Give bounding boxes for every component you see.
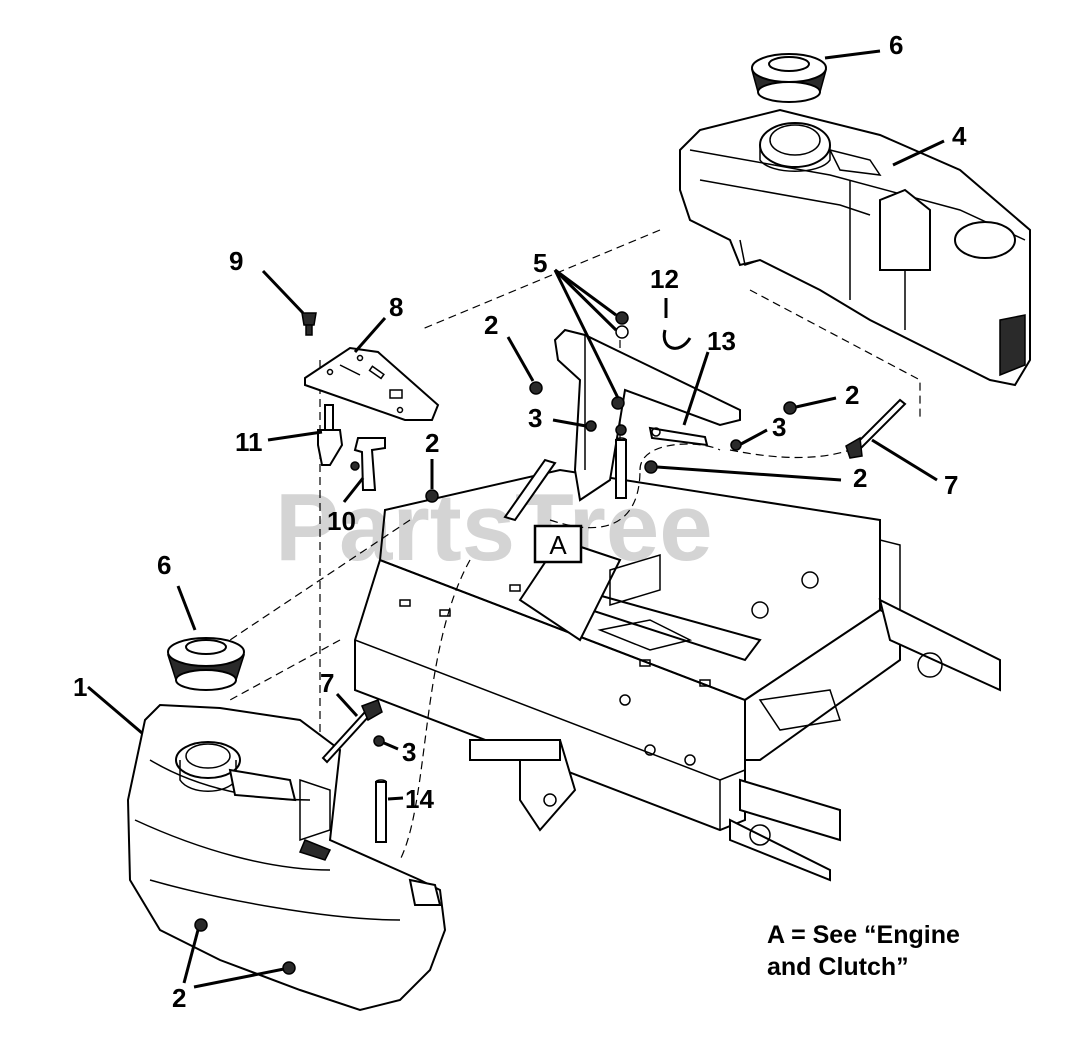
pivot-bracket (553, 328, 741, 502)
callout-3-c: 3 (402, 737, 416, 767)
note-line-2: and Clutch” (767, 953, 909, 981)
callout-8: 8 (389, 292, 403, 322)
callout-2-e: 2 (172, 983, 186, 1013)
callout-3-b: 3 (772, 412, 786, 442)
callout-2-c: 2 (853, 463, 867, 493)
watermark: PartsTree (275, 474, 713, 581)
fuel-cap-top (751, 53, 827, 103)
callout-2-b: 2 (845, 380, 859, 410)
note-line-1: A = See “Engine (767, 921, 960, 949)
callout-5: 5 (533, 248, 547, 278)
callout-7-left: 7 (320, 668, 334, 698)
callout-11: 11 (235, 427, 263, 457)
callout-9: 9 (229, 246, 243, 276)
callout-6-left: 6 (157, 550, 171, 580)
callout-2-d: 2 (425, 428, 439, 458)
throttle-lever (317, 404, 344, 466)
callout-14: 14 (405, 784, 434, 814)
control-plate (304, 346, 440, 421)
hose-path (399, 559, 471, 861)
fuel-tank-right (679, 108, 1031, 387)
choke-lever (350, 437, 386, 491)
callout-13: 13 (707, 326, 736, 356)
callout-6-top: 6 (889, 30, 903, 60)
callout-labels: 6 4 5 12 13 2 3 3 2 2 7 9 8 11 2 10 6 1 … (73, 30, 967, 1013)
fuel-valve-right (845, 398, 907, 459)
fuel-cap-left (166, 637, 246, 691)
callout-4: 4 (952, 121, 967, 151)
reference-note: A = See “Engine and Clutch” (767, 921, 960, 981)
center-rod (503, 458, 557, 522)
callout-10: 10 (327, 506, 356, 536)
callout-12: 12 (650, 264, 679, 294)
fuel-valve-left (321, 699, 383, 764)
section-marker: A (533, 524, 583, 564)
callout-2-a: 2 (484, 310, 498, 340)
fuel-line (648, 426, 709, 447)
leader-lines (87, 49, 945, 989)
section-marker-label: A (549, 530, 567, 560)
hardware (194, 311, 797, 975)
center-pin (615, 437, 627, 499)
callout-3-a: 3 (528, 403, 542, 433)
callout-1: 1 (73, 672, 87, 702)
callout-7-right: 7 (944, 470, 958, 500)
screw (301, 312, 317, 336)
pin (375, 779, 387, 843)
frame-assembly (354, 468, 1001, 882)
hose-clip (662, 329, 692, 350)
fuel-tank-left (126, 703, 447, 1012)
